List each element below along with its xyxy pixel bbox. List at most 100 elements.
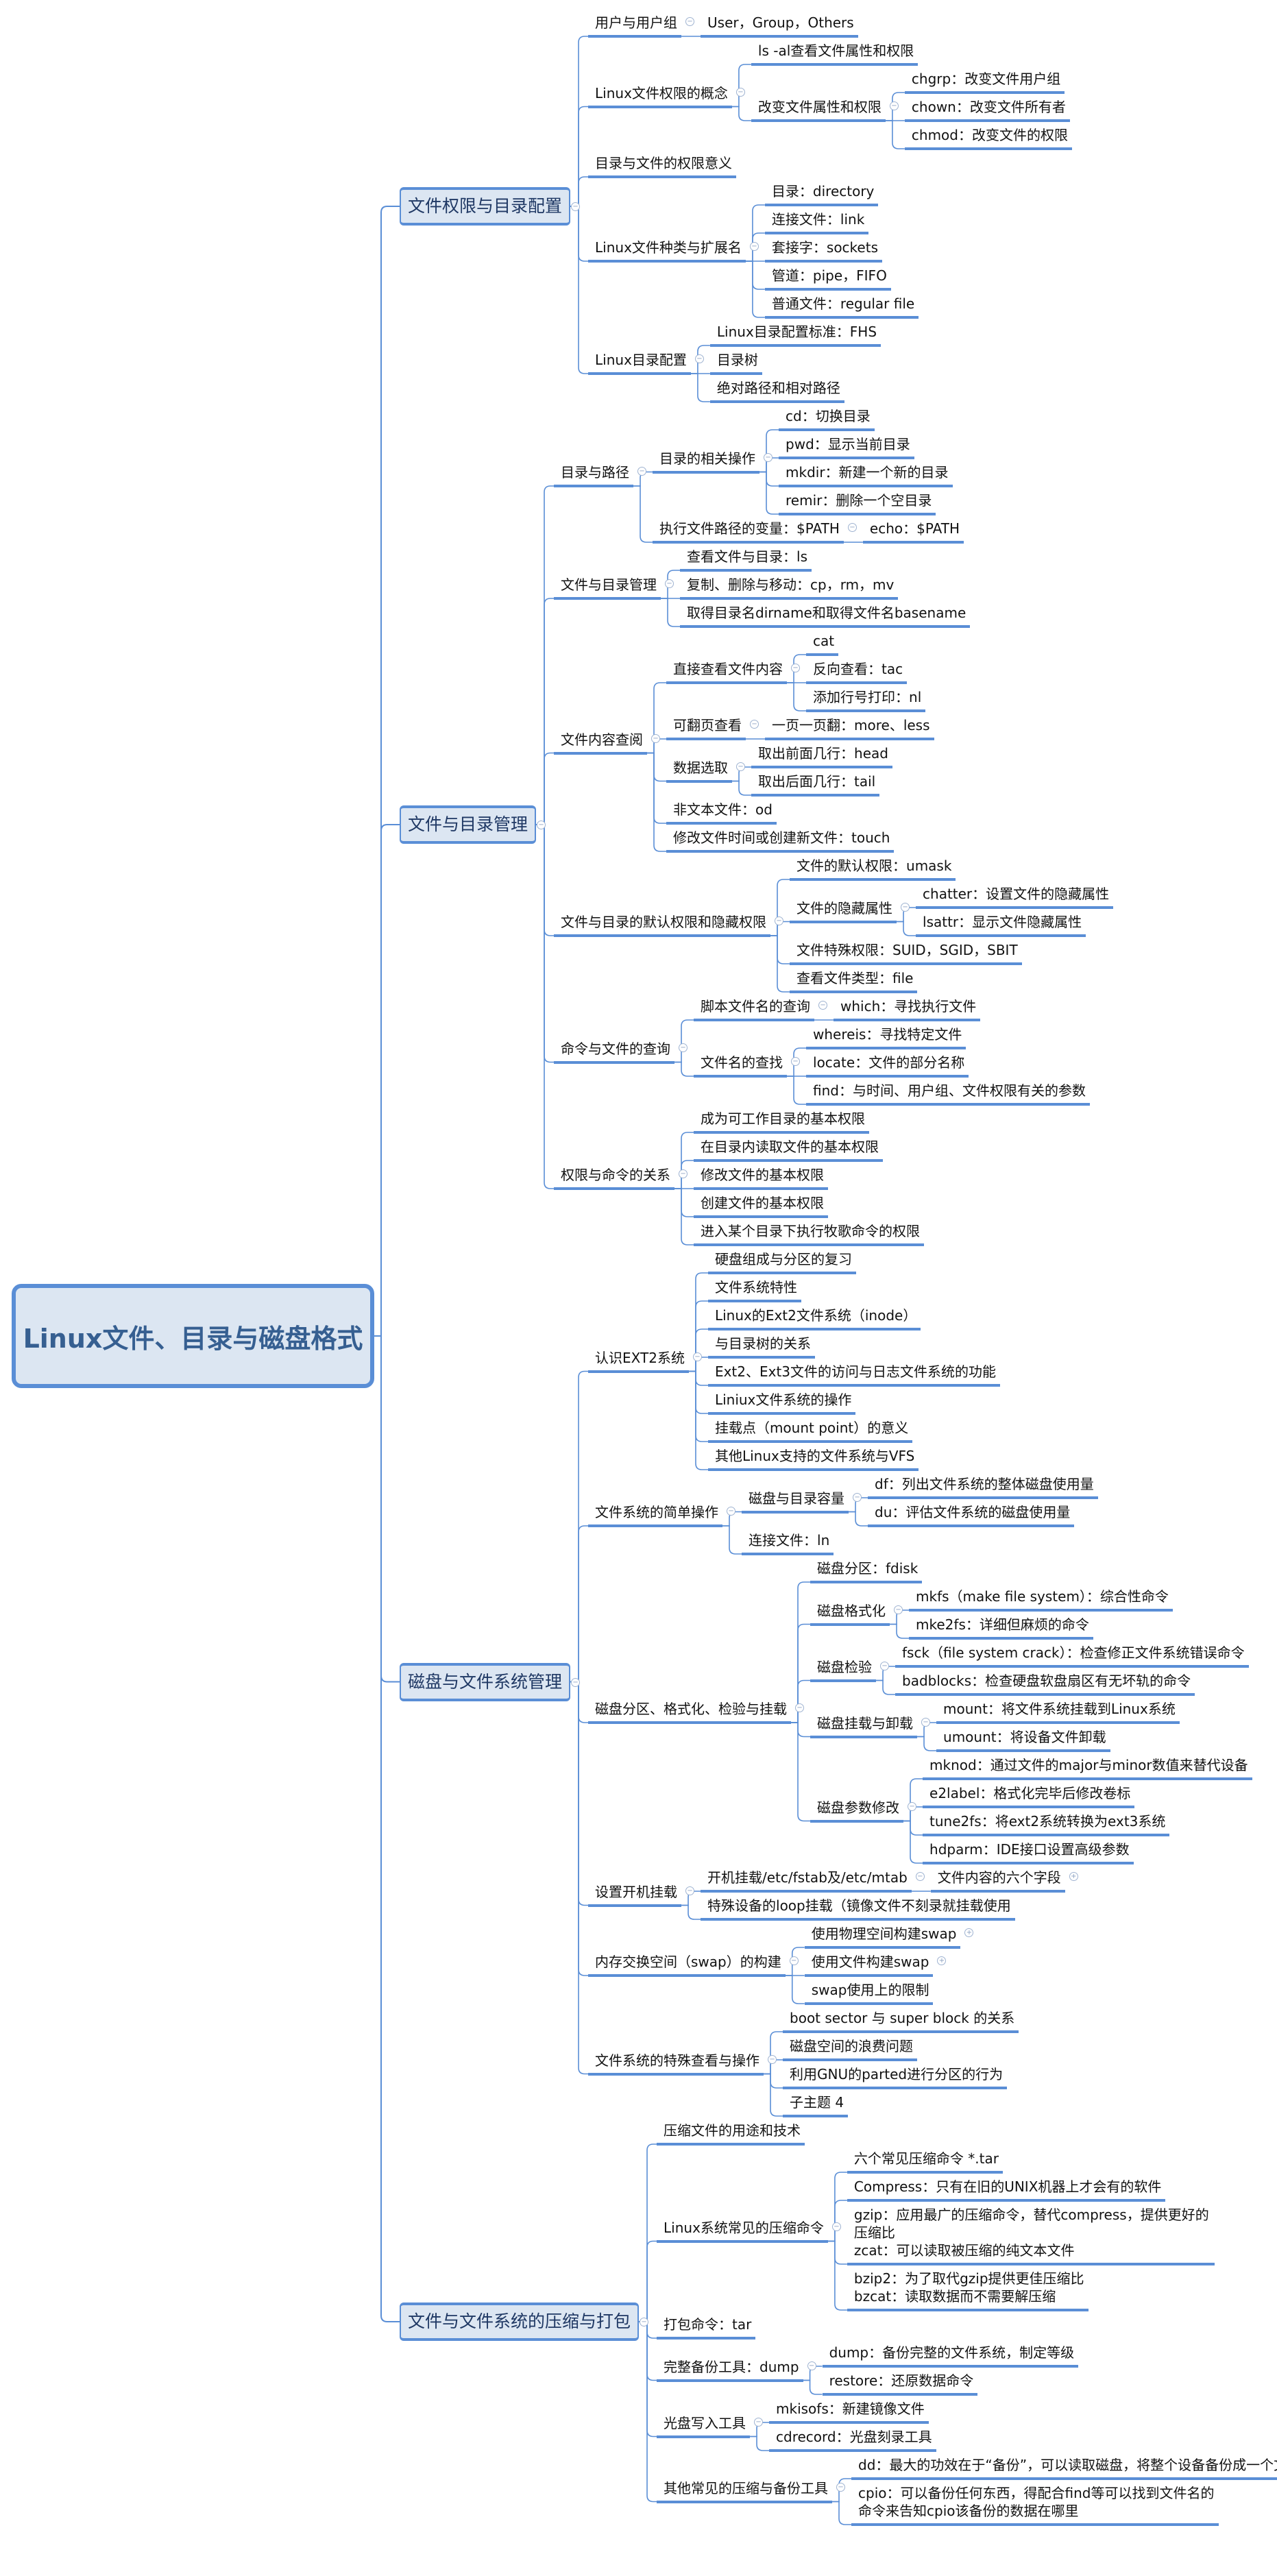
subtopic[interactable]: swap使用上的限制 <box>804 1977 934 2005</box>
subtopic[interactable]: 文件系统的特殊查看与操作− <box>588 2048 777 2076</box>
subtopic[interactable]: 打包命令：tar <box>657 2311 756 2340</box>
subtopic[interactable]: 完整备份工具：dump− <box>657 2354 816 2382</box>
subtopic[interactable]: gzip：应用最广的压缩命令，替代compress，提供更好的压缩比 zcat：… <box>847 2202 1215 2265</box>
collapse-icon[interactable]: − <box>836 2482 846 2492</box>
collapse-icon[interactable]: − <box>901 902 910 912</box>
subtopic[interactable]: 创建文件的基本权限 <box>694 1190 829 1218</box>
subtopic[interactable]: 磁盘空间的浪费问题 <box>783 2033 918 2061</box>
subtopic[interactable]: e2label：格式化完毕后修改卷标 <box>923 1780 1135 1808</box>
subtopic[interactable]: cdrecord：光盘刻录工具 <box>769 2424 936 2452</box>
collapse-icon[interactable]: − <box>775 916 784 925</box>
subtopic[interactable]: 文件内容查阅− <box>554 727 661 755</box>
subtopic[interactable]: df：列出文件系统的整体磁盘使用量 <box>868 1471 1098 1499</box>
subtopic[interactable]: Linux目录配置− <box>588 347 704 375</box>
subtopic[interactable]: 磁盘格式化− <box>810 1598 903 1626</box>
subtopic[interactable]: 使用文件构建swap+ <box>804 1949 947 1977</box>
subtopic[interactable]: 使用物理空间构建swap+ <box>804 1921 974 1949</box>
collapse-icon[interactable]: − <box>818 1001 828 1010</box>
subtopic[interactable]: 一页一页翻：more、less <box>765 712 934 740</box>
collapse-icon[interactable]: − <box>651 733 661 743</box>
subtopic[interactable]: 权限与命令的关系− <box>554 1162 688 1190</box>
collapse-icon[interactable]: − <box>889 101 899 110</box>
subtopic[interactable]: badblocks：检查硬盘软盘扇区有无坏轨的命令 <box>895 1668 1195 1696</box>
subtopic[interactable]: 可翻页查看− <box>666 712 759 740</box>
subtopic[interactable]: umount：将设备文件卸载 <box>936 1724 1110 1752</box>
collapse-icon[interactable]: − <box>853 1492 862 1502</box>
subtopic[interactable]: 取得目录名dirname和取得文件名basename <box>680 600 971 628</box>
subtopic[interactable]: 目录与文件的权限意义 <box>588 150 737 178</box>
collapse-icon[interactable]: − <box>831 2222 841 2231</box>
subtopic[interactable]: mknod：通过文件的major与minor数值来替代设备 <box>923 1752 1252 1780</box>
collapse-icon[interactable]: − <box>640 2318 649 2326</box>
subtopic[interactable]: 挂载点（mount point）的意义 <box>707 1415 913 1443</box>
subtopic[interactable]: User，Group，Others <box>701 10 858 38</box>
subtopic[interactable]: cat <box>806 628 839 656</box>
collapse-icon[interactable]: − <box>685 17 695 26</box>
subtopic[interactable]: mkdir：新建一个新的目录 <box>779 459 953 487</box>
subtopic[interactable]: 设置开机挂载− <box>588 1879 695 1907</box>
collapse-icon[interactable]: − <box>749 242 759 251</box>
subtopic[interactable]: 进入某个目录下执行牧歌命令的权限 <box>694 1218 925 1246</box>
subtopic[interactable]: which：寻找执行文件 <box>834 993 981 1021</box>
subtopic[interactable]: 子主题 4 <box>783 2089 849 2117</box>
subtopic[interactable]: 利用GNU的parted进行分区的行为 <box>783 2061 1008 2089</box>
subtopic[interactable]: 文件名的查找− <box>694 1049 801 1078</box>
subtopic[interactable]: hdparm：IDE接口设置高级参数 <box>923 1836 1134 1864</box>
subtopic[interactable]: dump：备份完整的文件系统，制定等级 <box>822 2340 1079 2368</box>
subtopic[interactable]: 硬盘组成与分区的复习 <box>707 1246 856 1274</box>
subtopic[interactable]: fsck（file system crack）：检查修正文件系统错误命令 <box>895 1640 1249 1668</box>
subtopic[interactable]: 执行文件路径的变量：$PATH− <box>653 515 857 544</box>
expand-icon[interactable]: + <box>1069 1872 1078 1881</box>
collapse-icon[interactable]: − <box>692 1352 702 1361</box>
subtopic[interactable]: Ext2、Ext3文件的访问与日志文件系统的功能 <box>707 1359 1001 1387</box>
collapse-icon[interactable]: − <box>750 720 759 729</box>
subtopic[interactable]: 目录与路径− <box>554 459 647 487</box>
subtopic[interactable]: 磁盘与目录容量− <box>742 1485 862 1514</box>
main-topic[interactable]: 文件与目录管理− <box>400 805 546 844</box>
subtopic[interactable]: 光盘写入工具− <box>657 2410 764 2438</box>
collapse-icon[interactable]: − <box>694 354 704 363</box>
collapse-icon[interactable]: − <box>915 1872 925 1881</box>
subtopic[interactable]: Liniux文件系统的操作 <box>707 1387 856 1415</box>
subtopic[interactable]: find：与时间、用户组、文件权限有关的参数 <box>806 1078 1090 1106</box>
subtopic[interactable]: cd：切换目录 <box>779 403 875 431</box>
subtopic[interactable]: 复制、删除与移动：cp，rm，mv <box>680 572 899 600</box>
subtopic[interactable]: chmod：改变文件的权限 <box>904 122 1072 150</box>
subtopic[interactable]: 脚本文件名的查询− <box>694 993 828 1021</box>
subtopic[interactable]: mkisofs：新建镜像文件 <box>769 2396 929 2424</box>
subtopic[interactable]: 六个常见压缩命令 *.tar <box>847 2146 1003 2174</box>
subtopic[interactable]: 目录树 <box>709 347 762 375</box>
subtopic[interactable]: 直接查看文件内容− <box>666 656 801 684</box>
collapse-icon[interactable]: − <box>537 821 546 829</box>
subtopic[interactable]: 普通文件：regular file <box>764 291 919 319</box>
subtopic[interactable]: 目录的相关操作− <box>653 446 773 474</box>
subtopic[interactable]: 绝对路径和相对路径 <box>709 375 844 403</box>
subtopic[interactable]: tune2fs：将ext2系统转换为ext3系统 <box>923 1808 1170 1836</box>
subtopic[interactable]: 文件系统特性 <box>707 1274 801 1302</box>
subtopic[interactable]: Linux文件权限的概念− <box>588 80 745 108</box>
collapse-icon[interactable]: − <box>764 452 773 462</box>
subtopic[interactable]: 取出后面几行：tail <box>751 768 880 797</box>
subtopic[interactable]: whereis：寻找特定文件 <box>806 1021 966 1049</box>
subtopic[interactable]: 文件特殊权限：SUID，SGID，SBIT <box>790 937 1022 965</box>
subtopic[interactable]: 添加行号打印：nl <box>806 684 926 712</box>
collapse-icon[interactable]: − <box>795 1703 805 1712</box>
subtopic[interactable]: mount：将文件系统挂载到Linux系统 <box>936 1696 1180 1724</box>
subtopic[interactable]: 数据选取− <box>666 755 746 783</box>
collapse-icon[interactable]: − <box>571 1677 581 1687</box>
subtopic[interactable]: 取出前面几行：head <box>751 740 892 768</box>
collapse-icon[interactable]: − <box>921 1717 931 1727</box>
subtopic[interactable]: echo：$PATH <box>862 515 964 544</box>
subtopic[interactable]: 磁盘挂载与卸载− <box>810 1710 931 1738</box>
subtopic[interactable]: 查看文件类型：file <box>790 965 918 993</box>
collapse-icon[interactable]: − <box>685 1886 695 1895</box>
subtopic[interactable]: remir：删除一个空目录 <box>779 487 936 515</box>
subtopic[interactable]: mke2fs：详细但麻烦的命令 <box>909 1612 1093 1640</box>
collapse-icon[interactable]: − <box>736 762 746 771</box>
subtopic[interactable]: 修改文件的基本权限 <box>694 1162 829 1190</box>
subtopic[interactable]: bzip2：为了取代gzip提供更佳压缩比 bzcat：读取数据而不需要解压缩 <box>847 2265 1089 2311</box>
subtopic[interactable]: 开机挂载/etc/fstab及/etc/mtab− <box>701 1864 925 1893</box>
subtopic[interactable]: lsattr：显示文件隐藏属性 <box>916 909 1086 937</box>
subtopic[interactable]: 目录：directory <box>764 178 879 206</box>
subtopic[interactable]: 压缩文件的用途和技术 <box>657 2117 805 2146</box>
